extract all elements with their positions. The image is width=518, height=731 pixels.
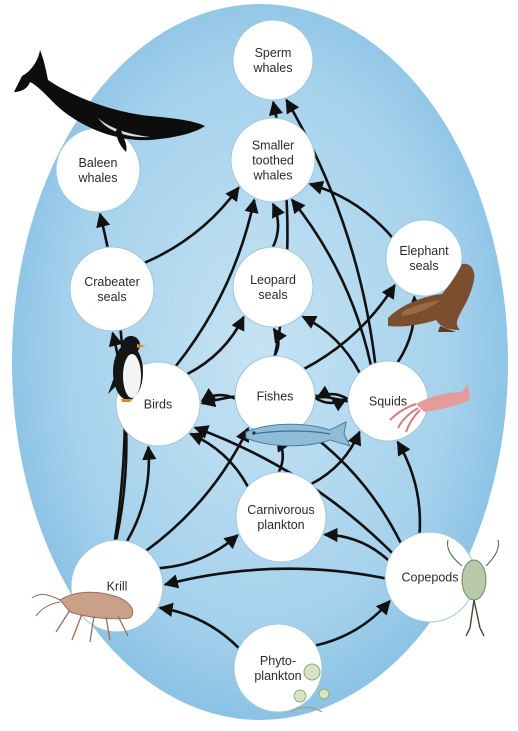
- arrow-birds-to-leopard-seals: [186, 315, 245, 376]
- fish-icon: [245, 421, 351, 447]
- node-label: Crabeater: [84, 275, 140, 289]
- phytoplankton-icon: [289, 663, 330, 713]
- squid-icon: [389, 384, 470, 433]
- node-label: Leopard: [250, 273, 296, 287]
- node-circle: [385, 219, 463, 297]
- node-label: seals: [409, 259, 438, 273]
- node-label: plankton: [254, 669, 301, 683]
- node-label: Baleen: [79, 156, 118, 170]
- arrow-phytoplankton-to-krill: [158, 602, 240, 649]
- penguin-icon: [108, 336, 146, 402]
- node-label: Sperm: [255, 46, 292, 60]
- arrow-fishes-to-elephant-seals: [303, 283, 396, 370]
- arrow-birds-to-smaller-toothed-whales: [174, 198, 259, 367]
- node-copepods: Copepods: [384, 531, 476, 623]
- node-label: Fishes: [257, 390, 294, 404]
- whale-icon: [14, 50, 205, 152]
- node-label: Carnivorous: [247, 503, 314, 517]
- node-squids: Squids: [347, 360, 429, 442]
- copepod-icon: [447, 539, 499, 637]
- arrow-krill-to-carnivorous-plankton: [159, 534, 239, 570]
- arrow-squids-to-smaller-toothed-whales: [290, 198, 373, 366]
- arrow-crabeater-seals-to-smaller-toothed-whales: [144, 186, 240, 264]
- node-label: Krill: [107, 580, 128, 594]
- node-circle: [232, 19, 314, 101]
- node-circle: [55, 127, 141, 213]
- node-label: Elephant: [399, 244, 449, 258]
- arrow-carnivorous-plankton-to-squids: [310, 430, 362, 486]
- arrow-copepods-to-krill: [163, 567, 386, 589]
- node-label: seals: [258, 288, 287, 302]
- arrow-leopard-seals-to-smaller-toothed-whales: [271, 202, 285, 248]
- arrow-krill-to-fishes: [145, 427, 250, 552]
- organism-nodes: SpermwhalesBaleenwhalesSmallertoothedwha…: [55, 19, 476, 713]
- elephant-seal-icon: [388, 263, 475, 332]
- node-label: toothed: [252, 154, 294, 168]
- node-label: Squids: [369, 395, 407, 409]
- arrow-squids-to-leopard-seals: [301, 315, 361, 374]
- node-circle: [69, 246, 155, 332]
- node-circle: [235, 471, 327, 563]
- node-label: Smaller: [252, 139, 294, 153]
- node-fishes: Fishes: [234, 355, 316, 437]
- krill-icon: [31, 591, 134, 643]
- arrow-carnivorous-plankton-to-birds: [189, 432, 250, 488]
- arrow-copepods-to-squids: [396, 440, 422, 534]
- arrow-elephant-seals-to-smaller-toothed-whales: [308, 180, 394, 239]
- node-label: Phyto-: [260, 654, 296, 668]
- node-label: Birds: [144, 398, 172, 412]
- node-circle: [230, 117, 316, 203]
- arrow-krill-to-birds: [125, 445, 157, 542]
- arrow-phytoplankton-to-copepods: [315, 600, 391, 647]
- node-label: Copepods: [402, 571, 459, 585]
- node-label: plankton: [257, 518, 304, 532]
- arrow-copepods-to-carnivorous-plankton: [323, 527, 390, 562]
- node-label: whales: [78, 171, 118, 185]
- node-circle: [232, 246, 314, 328]
- node-label: whales: [253, 61, 293, 75]
- node-label: seals: [97, 290, 126, 304]
- node-label: whales: [253, 169, 293, 183]
